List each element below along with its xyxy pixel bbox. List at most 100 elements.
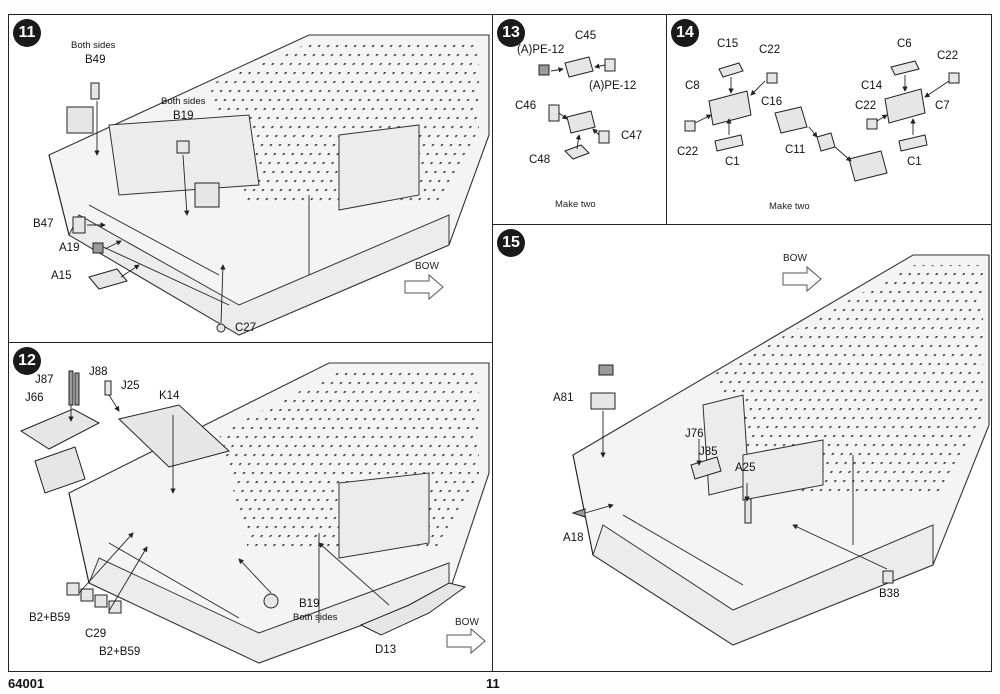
part-b2b59 bbox=[108, 600, 122, 614]
label-b19: B19 bbox=[299, 598, 320, 610]
label-a19: A19 bbox=[59, 242, 80, 254]
label-b49: B49 bbox=[85, 54, 106, 66]
label-c27: C27 bbox=[235, 322, 257, 334]
part-c22 bbox=[766, 72, 778, 84]
label-b2b59: B2+B59 bbox=[99, 646, 141, 658]
step-number-13: 13 bbox=[497, 19, 525, 47]
part-b2b59 bbox=[80, 588, 94, 602]
step-15-panel: 15 A81 J76 J85 A25 A18 B38 BOW bbox=[492, 224, 992, 672]
part-c8-frame bbox=[708, 90, 752, 126]
label-c1: C1 bbox=[725, 156, 740, 168]
label-c8: C8 bbox=[685, 80, 700, 92]
part-a18 bbox=[571, 508, 586, 518]
part-a25 bbox=[744, 498, 752, 524]
label-j25: J25 bbox=[121, 380, 140, 392]
label-c6: C6 bbox=[897, 38, 912, 50]
label-b47: B47 bbox=[33, 218, 54, 230]
step-14-drawing bbox=[684, 60, 960, 182]
part-c48 bbox=[564, 144, 590, 160]
label-c14: C14 bbox=[861, 80, 883, 92]
label-a18: A18 bbox=[563, 532, 584, 544]
step-11-drawing bbox=[48, 34, 490, 336]
part-c22 bbox=[684, 120, 696, 132]
part-j66 bbox=[19, 408, 101, 450]
bow-arrow-11 bbox=[404, 273, 444, 301]
part-turret-right bbox=[194, 182, 220, 208]
part-c45 bbox=[564, 56, 594, 78]
part-d13 bbox=[359, 582, 467, 636]
label-both-sides: Both sides bbox=[161, 96, 206, 107]
bow-arrow-12 bbox=[446, 627, 486, 655]
label-c1: C1 bbox=[907, 156, 922, 168]
part-b2b59 bbox=[94, 594, 108, 608]
part-c46 bbox=[548, 104, 560, 122]
label-d13: D13 bbox=[375, 644, 397, 656]
bow-label-11: BOW bbox=[415, 261, 439, 272]
step-15-drawing bbox=[571, 254, 990, 646]
step-14-panel: 14 C15 C22 C8 C16 C22 C1 C11 C6 C22 C14 … bbox=[666, 14, 992, 226]
part-c6 bbox=[890, 60, 920, 76]
label-a81: A81 bbox=[553, 392, 574, 404]
label-b2b59: B2+B59 bbox=[29, 612, 71, 624]
part-j76-j85 bbox=[690, 456, 722, 480]
label-c22: C22 bbox=[677, 146, 699, 158]
label-k14: K14 bbox=[159, 390, 180, 402]
part-a81-top bbox=[598, 364, 614, 376]
part-a15 bbox=[88, 268, 128, 290]
step-13-panel: 13 C45 (A)PE-12 (A)PE-12 C46 C47 C48 Mak… bbox=[492, 14, 668, 226]
part-c22 bbox=[948, 72, 960, 84]
part-plate-left bbox=[34, 446, 86, 494]
part-b49 bbox=[90, 82, 100, 100]
part-b38 bbox=[882, 570, 894, 584]
label-c22: C22 bbox=[759, 44, 781, 56]
step-number-14: 14 bbox=[671, 19, 699, 47]
label-c22: C22 bbox=[937, 50, 959, 62]
label-ape12: (A)PE-12 bbox=[589, 80, 637, 92]
label-c16: C16 bbox=[761, 96, 783, 108]
label-j88: J88 bbox=[89, 366, 108, 378]
label-c11: C11 bbox=[785, 144, 806, 156]
step-number-11: 11 bbox=[13, 19, 41, 47]
label-c47: C47 bbox=[621, 130, 643, 142]
part-turret-left bbox=[66, 106, 94, 134]
part-pe12-right bbox=[604, 58, 616, 72]
part-c1 bbox=[714, 134, 744, 152]
label-a25: A25 bbox=[735, 462, 756, 474]
label-j87: J87 bbox=[35, 374, 54, 386]
part-c47 bbox=[598, 130, 610, 144]
bow-label-15: BOW bbox=[783, 253, 807, 264]
step-12-drawing bbox=[19, 362, 490, 664]
part-j25 bbox=[104, 380, 112, 396]
step-13-drawing bbox=[538, 56, 616, 160]
note-make-two: Make two bbox=[769, 201, 810, 212]
part-k14 bbox=[117, 404, 231, 468]
label-c45: C45 bbox=[575, 30, 597, 42]
part-c27 bbox=[216, 323, 226, 333]
part-a81 bbox=[590, 392, 616, 410]
bow-label-12: BOW bbox=[455, 617, 479, 628]
label-c48: C48 bbox=[529, 154, 551, 166]
label-b19: B19 bbox=[173, 110, 194, 122]
label-j76: J76 bbox=[685, 428, 704, 440]
part-a19 bbox=[92, 242, 104, 254]
bow-arrow-15 bbox=[782, 265, 822, 293]
part-c22 bbox=[866, 118, 878, 130]
step-number-12: 12 bbox=[13, 347, 41, 375]
part-c47-body bbox=[566, 110, 596, 134]
label-both-sides: Both sides bbox=[71, 40, 116, 51]
label-c22: C22 bbox=[855, 100, 877, 112]
label-j85: J85 bbox=[699, 446, 718, 458]
part-b47 bbox=[72, 216, 86, 234]
part-block-right bbox=[848, 150, 888, 182]
part-c11 bbox=[816, 132, 836, 152]
part-b19 bbox=[263, 593, 279, 609]
part-j88 bbox=[68, 370, 74, 406]
label-c7: C7 bbox=[935, 100, 950, 112]
label-b38: B38 bbox=[879, 588, 900, 600]
label-c15: C15 bbox=[717, 38, 739, 50]
part-b19 bbox=[176, 140, 190, 154]
part-c15 bbox=[718, 62, 744, 78]
note-make-two: Make two bbox=[555, 199, 596, 210]
part-j87 bbox=[74, 372, 80, 406]
